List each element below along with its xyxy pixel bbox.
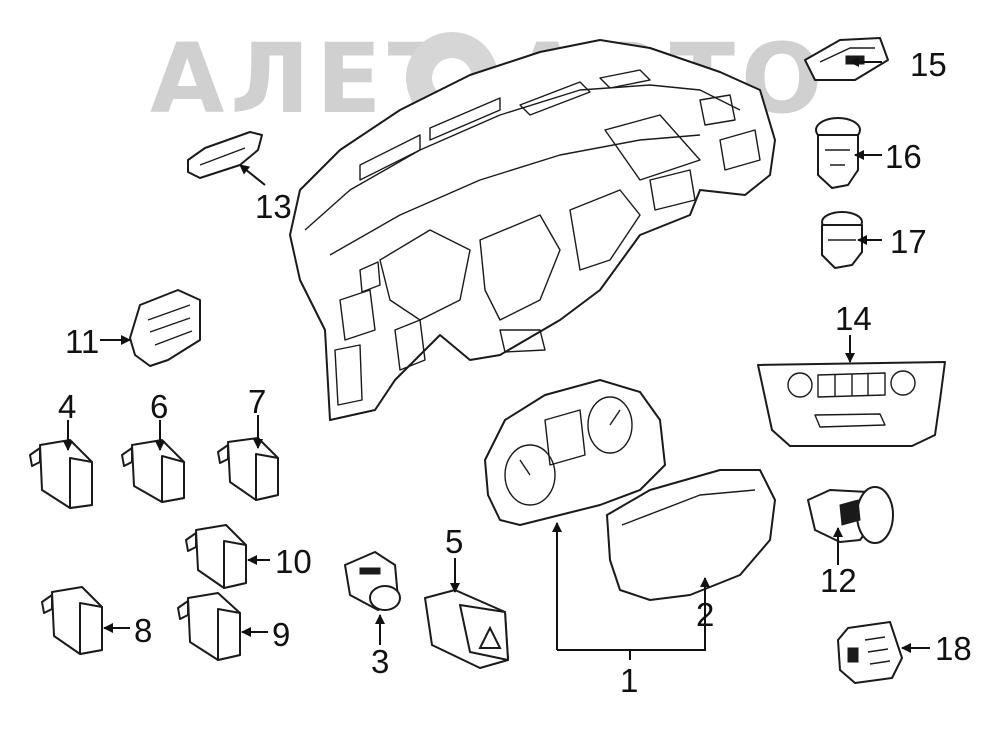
callout-17: 17 <box>890 223 927 260</box>
hazard-triangle-icon <box>478 625 502 649</box>
callout-14: 14 <box>835 300 872 337</box>
part-16-switch <box>815 117 861 189</box>
leader-lines <box>63 57 930 660</box>
callout-7: 7 <box>248 383 266 420</box>
part-5-hazard-switch <box>424 589 509 669</box>
part-8-switch <box>41 586 103 655</box>
callout-3: 3 <box>371 643 389 680</box>
part-2-cluster-lens <box>606 469 776 601</box>
part-18-switch <box>837 621 903 684</box>
part-12-ignition-switch <box>807 486 894 544</box>
callout-11: 11 <box>65 323 99 360</box>
part-14-control-panel <box>757 361 946 447</box>
part-13-component <box>187 131 263 179</box>
callout-4: 4 <box>58 388 76 425</box>
part-10-switch <box>185 524 247 589</box>
callout-18: 18 <box>935 630 972 667</box>
callout-10: 10 <box>275 543 312 580</box>
part-3-switch <box>344 551 401 611</box>
callout-16: 16 <box>885 138 922 175</box>
part-6-switch <box>121 439 185 503</box>
callout-9: 9 <box>272 616 290 653</box>
callout-15: 15 <box>910 46 947 83</box>
part-11-switch-assembly <box>129 289 201 367</box>
callout-12: 12 <box>820 562 857 599</box>
instrument-panel <box>289 39 776 421</box>
callout-13: 13 <box>255 188 292 225</box>
part-9-switch <box>177 592 241 661</box>
callout-labels: 15 16 17 14 13 11 4 6 7 10 8 9 3 5 1 2 1… <box>58 46 972 699</box>
part-17-switch <box>821 211 863 269</box>
callout-2: 2 <box>696 596 714 633</box>
part-4-switch <box>29 439 93 509</box>
callout-8: 8 <box>134 612 152 649</box>
part-7-switch <box>217 437 279 501</box>
callout-5: 5 <box>445 523 463 560</box>
callout-6: 6 <box>150 388 168 425</box>
part-1-cluster-housing <box>484 379 666 526</box>
callout-1: 1 <box>620 662 638 699</box>
